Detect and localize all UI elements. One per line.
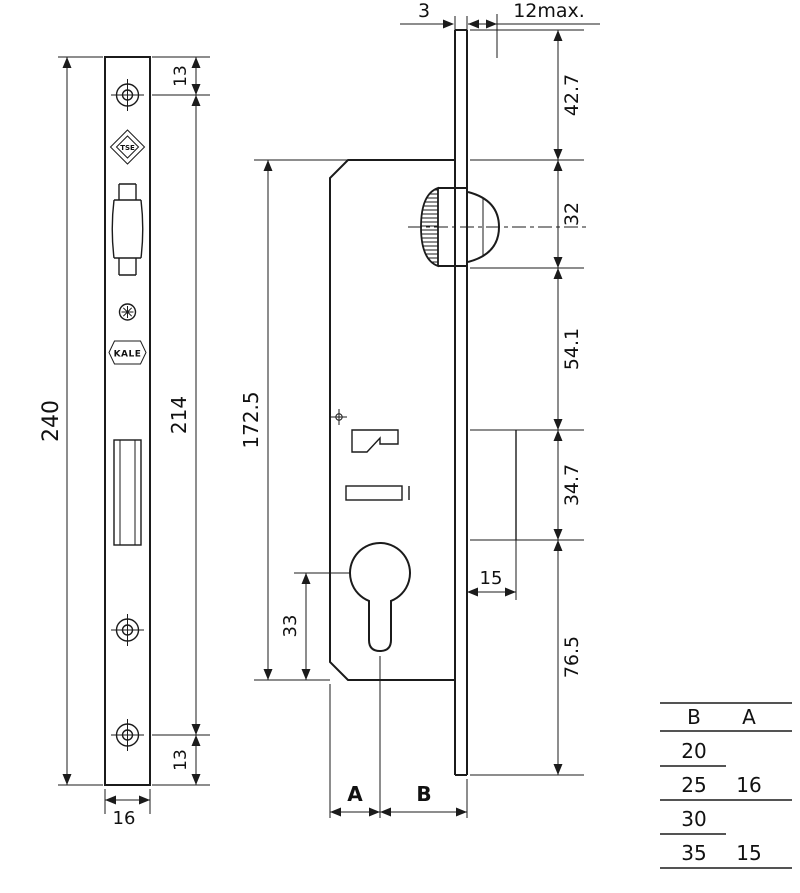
dim-42-7-text: 42.7 [561,74,583,116]
table-header-b: B [687,705,701,729]
faceplate-front-view: TSE KALE [104,56,151,786]
table-b-35: 35 [681,841,706,865]
label-a-text: A [347,782,363,806]
dim-15: 15 [467,430,517,600]
table-b-25: 25 [681,773,706,797]
kale-label: KALE [114,350,142,360]
lock-case-outline [329,159,455,681]
bolt-cutout [113,439,142,546]
follower-cutout [111,183,144,276]
dim-172-5: 172.5 [239,159,348,681]
tse-label: TSE [120,144,135,152]
table-b-20: 20 [681,739,706,763]
screw-hole-bottom [111,719,144,751]
euro-cylinder-profile [349,542,411,653]
tse-mark: TSE [109,129,146,165]
dim-3-text: 3 [418,0,430,22]
dim-76-5-text: 76.5 [561,636,583,678]
faceplate-outline [104,56,151,786]
dim-240-text: 240 [39,400,64,442]
rosette-hole [118,303,137,321]
lock-body-side-view [329,16,586,776]
dim-3: 3 [400,0,454,29]
deadbolt [345,485,410,501]
dim-240: 240 [39,56,103,786]
dim-34-7-text: 34.7 [561,464,583,506]
kale-brand-mark: KALE [108,340,147,365]
latch-bolt [351,429,399,453]
dim-33: 33 [280,572,350,680]
faceplate-edge-view [454,16,468,776]
table-header-a: A [742,705,756,729]
dim-172-5-text: 172.5 [239,391,263,448]
dim-a-b: A B [329,656,468,818]
dim-15-text: 15 [480,568,503,589]
table-a-16: 16 [736,773,761,797]
dim-12max-text: 12max. [513,0,585,22]
dim-chain-right: 42.7 32 54.1 34.7 76.5 [470,29,584,776]
screw-hole-middle [111,614,144,646]
table-a-15: 15 [736,841,761,865]
follower-knob [408,186,586,268]
dim-32-text: 32 [561,202,583,226]
size-table: B A 20 25 30 35 16 15 [660,702,792,869]
dim-13-top-text: 13 [171,65,191,87]
dim-13-bottom-text: 13 [171,749,191,771]
label-b-text: B [416,782,431,806]
dim-13-214-13: 13 214 13 [152,56,210,786]
table-b-30: 30 [681,807,706,831]
dim-54-1-text: 54.1 [561,328,583,370]
screw-hole-top [111,79,144,111]
fixing-hole-mark [331,409,347,425]
dim-16-text: 16 [113,808,136,829]
dim-12max: 12max. [468,0,600,58]
dim-16: 16 [104,789,151,829]
dim-214-text: 214 [167,396,191,434]
dim-33-text: 33 [280,615,301,638]
